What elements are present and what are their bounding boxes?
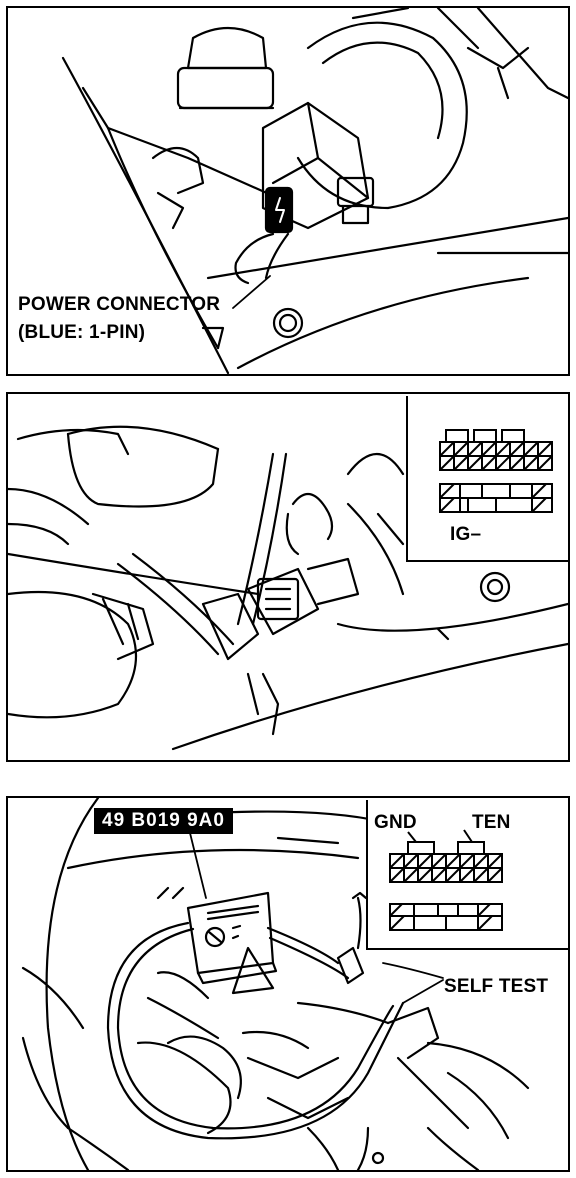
engine-drawing-3 — [21, 798, 530, 1170]
gnd-ten-connector-inset: GND TEN — [366, 800, 568, 950]
panel-self-test-checker: 49 B019 9A0 SELF TEST — [6, 796, 570, 1172]
power-connector-spec-label: (BLUE: 1-PIN) — [18, 322, 146, 343]
engine-drawing-2 — [8, 425, 568, 751]
self-test-label: SELF TEST — [444, 976, 549, 997]
tool-number-label: 49 B019 9A0 — [94, 808, 233, 834]
panel-ig-terminal: IG– — [6, 392, 570, 762]
engine-drawing-1 — [61, 8, 568, 374]
power-connector-label: POWER CONNECTOR — [18, 294, 221, 315]
gnd-label: GND — [374, 812, 417, 833]
gnd-ten-connector-pinout — [389, 829, 503, 931]
ten-label: TEN — [472, 812, 511, 833]
ig-connector-pinout — [439, 429, 553, 513]
ig-connector-inset: IG– — [406, 396, 568, 562]
ig-minus-label: IG– — [450, 524, 482, 545]
panel-power-connector: POWER CONNECTOR (BLUE: 1-PIN) — [6, 6, 570, 376]
